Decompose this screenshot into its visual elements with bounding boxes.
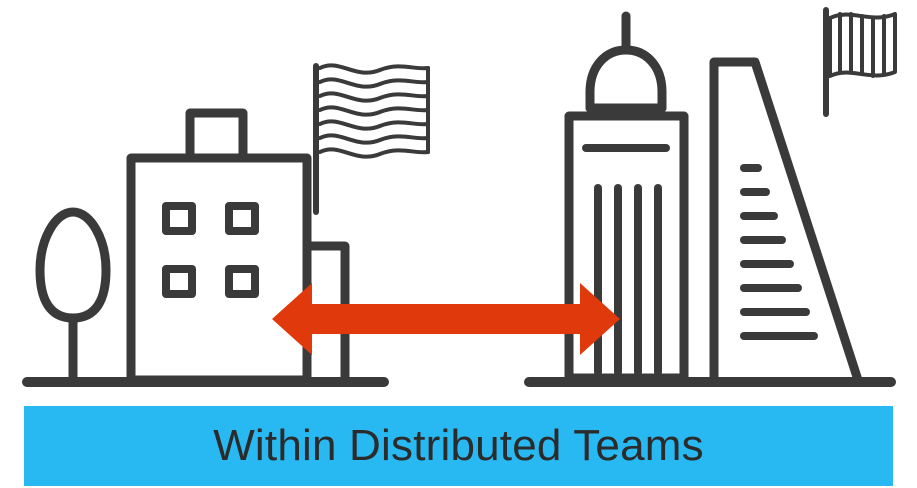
flag-icon	[823, 7, 897, 117]
city-illustration	[22, 7, 897, 387]
tower-icon	[709, 57, 863, 385]
caption-banner: Within Distributed Teams	[24, 406, 893, 486]
tree-icon	[35, 207, 111, 383]
office-building-icon	[126, 108, 350, 385]
caption-text: Within Distributed Teams	[213, 421, 704, 470]
double-headed-arrow-icon	[272, 283, 620, 355]
skyscraper-icon	[564, 11, 689, 383]
flag-icon	[313, 63, 430, 215]
